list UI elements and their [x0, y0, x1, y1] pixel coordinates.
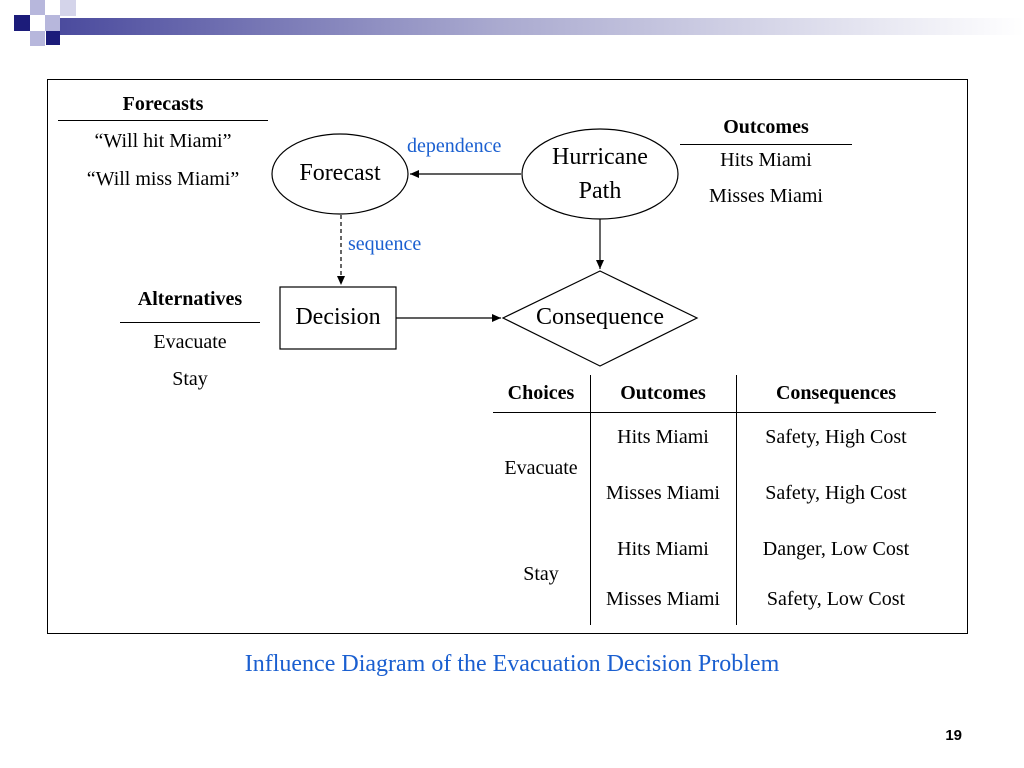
- outcomes-rule: [680, 144, 852, 145]
- table-choice: Evacuate: [504, 457, 578, 479]
- forecast-item: “Will hit Miami”: [94, 130, 232, 152]
- forecasts-rule: [58, 120, 268, 121]
- table-consequence-cell: Safety, High Cost: [765, 426, 907, 448]
- table-outcome-cell: Misses Miami: [606, 588, 720, 610]
- hurricane-path-node: [521, 128, 679, 220]
- table-header-rule: [493, 412, 936, 413]
- table-consequence-cell: Safety, Low Cost: [766, 588, 906, 610]
- outcome-item: Misses Miami: [709, 185, 823, 207]
- outcomes-title: Outcomes: [723, 116, 809, 138]
- header-decoration: [0, 0, 1024, 60]
- table-choice: Stay: [523, 563, 559, 585]
- diagram-frame: [47, 79, 968, 634]
- table-divider: [736, 375, 737, 625]
- table-header-outcomes: Outcomes: [620, 382, 706, 404]
- header-square: [60, 0, 76, 16]
- header-square: [30, 31, 45, 46]
- decision-node: [279, 286, 397, 350]
- slide-caption: Influence Diagram of the Evacuation Deci…: [244, 651, 780, 677]
- header-square: [46, 31, 60, 45]
- alternative-item: Stay: [172, 368, 208, 390]
- forecast-node: [271, 133, 409, 215]
- decision-node-label: Decision: [295, 304, 381, 330]
- hurricane-node-label-line1: Hurricane: [552, 144, 648, 170]
- forecast-node-label: Forecast: [299, 160, 381, 186]
- header-square: [45, 15, 60, 31]
- table-outcome-cell: Hits Miami: [617, 426, 709, 448]
- table-outcome-cell: Hits Miami: [617, 538, 709, 560]
- forecasts-title: Forecasts: [122, 93, 204, 115]
- dependence-label: dependence: [407, 135, 502, 157]
- table-outcome-cell: Misses Miami: [606, 482, 720, 504]
- alternatives-title: Alternatives: [137, 288, 243, 310]
- alternative-item: Evacuate: [153, 331, 227, 353]
- header-square: [30, 0, 45, 15]
- forecast-item: “Will miss Miami”: [86, 168, 240, 190]
- sequence-label: sequence: [348, 233, 422, 255]
- table-header-consequences: Consequences: [775, 382, 896, 404]
- page-number: 19: [945, 727, 962, 744]
- table-consequence-cell: Danger, Low Cost: [762, 538, 910, 560]
- outcome-item: Hits Miami: [720, 149, 812, 171]
- header-square: [14, 15, 30, 31]
- alternatives-rule: [120, 322, 260, 323]
- table-header-choices: Choices: [507, 382, 575, 404]
- header-gradient-bar: [60, 18, 1024, 35]
- consequence-node: [501, 270, 699, 367]
- consequence-node-label: Consequence: [536, 304, 664, 330]
- hurricane-node-label-line2: Path: [578, 178, 622, 204]
- table-divider: [590, 375, 591, 625]
- header-squares-graphic: [14, 0, 1024, 46]
- table-consequence-cell: Safety, High Cost: [765, 482, 907, 504]
